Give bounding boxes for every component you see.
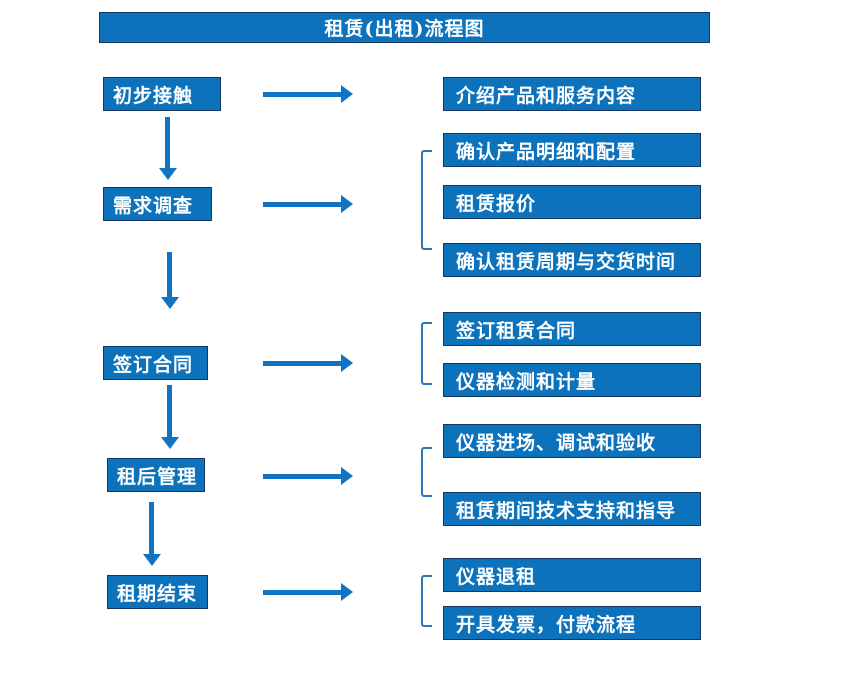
- arrow-head: [159, 168, 177, 180]
- arrow-shaft: [165, 117, 170, 170]
- detail-instrument-setup-acceptance: 仪器进场、调试和验收: [443, 424, 701, 458]
- detail-instrument-return: 仪器退租: [443, 558, 701, 592]
- arrow-shaft: [263, 361, 343, 366]
- detail-instrument-inspection-metering: 仪器检测和计量: [443, 363, 701, 397]
- arrow-right-icon: [263, 583, 353, 601]
- detail-rental-tech-support: 租赁期间技术支持和指导: [443, 492, 701, 526]
- detail-group-bracket: [421, 575, 432, 627]
- arrow-head: [143, 554, 161, 566]
- arrow-shaft: [149, 502, 154, 556]
- arrow-head: [161, 437, 179, 449]
- arrow-shaft: [263, 92, 343, 97]
- arrow-down-icon: [161, 252, 179, 309]
- step-demand-survey: 需求调查: [103, 187, 212, 221]
- arrow-down-icon: [161, 385, 179, 449]
- arrow-shaft: [167, 385, 172, 439]
- arrow-shaft: [263, 590, 343, 595]
- arrow-head: [161, 297, 179, 309]
- detail-confirm-product-configuration: 确认产品明细和配置: [443, 133, 701, 167]
- detail-rental-quotation: 租赁报价: [443, 185, 701, 219]
- detail-sign-rental-contract: 签订租赁合同: [443, 312, 701, 346]
- detail-group-bracket: [421, 150, 432, 250]
- step-post-rental-management: 租后管理: [107, 458, 205, 492]
- arrow-right-icon: [263, 354, 353, 372]
- arrow-head: [341, 354, 353, 372]
- arrow-right-icon: [263, 467, 353, 485]
- detail-introduce-products-services: 介绍产品和服务内容: [443, 77, 701, 111]
- detail-group-bracket: [421, 447, 432, 497]
- diagram-title: 租赁(出租)流程图: [99, 12, 710, 43]
- arrow-shaft: [263, 202, 343, 207]
- arrow-head: [341, 583, 353, 601]
- arrow-down-icon: [143, 502, 161, 566]
- arrow-head: [341, 467, 353, 485]
- arrow-right-icon: [263, 195, 353, 213]
- arrow-head: [341, 85, 353, 103]
- detail-invoice-payment: 开具发票，付款流程: [443, 606, 701, 640]
- step-sign-contract: 签订合同: [103, 346, 208, 380]
- step-rental-end: 租期结束: [107, 575, 208, 609]
- step-initial-contact: 初步接触: [103, 77, 221, 111]
- arrow-shaft: [167, 252, 172, 299]
- detail-group-bracket: [421, 322, 432, 385]
- arrow-shaft: [263, 474, 343, 479]
- detail-confirm-rental-period-delivery: 确认租赁周期与交货时间: [443, 243, 701, 277]
- arrow-down-icon: [159, 117, 177, 180]
- arrow-head: [341, 195, 353, 213]
- arrow-right-icon: [263, 85, 353, 103]
